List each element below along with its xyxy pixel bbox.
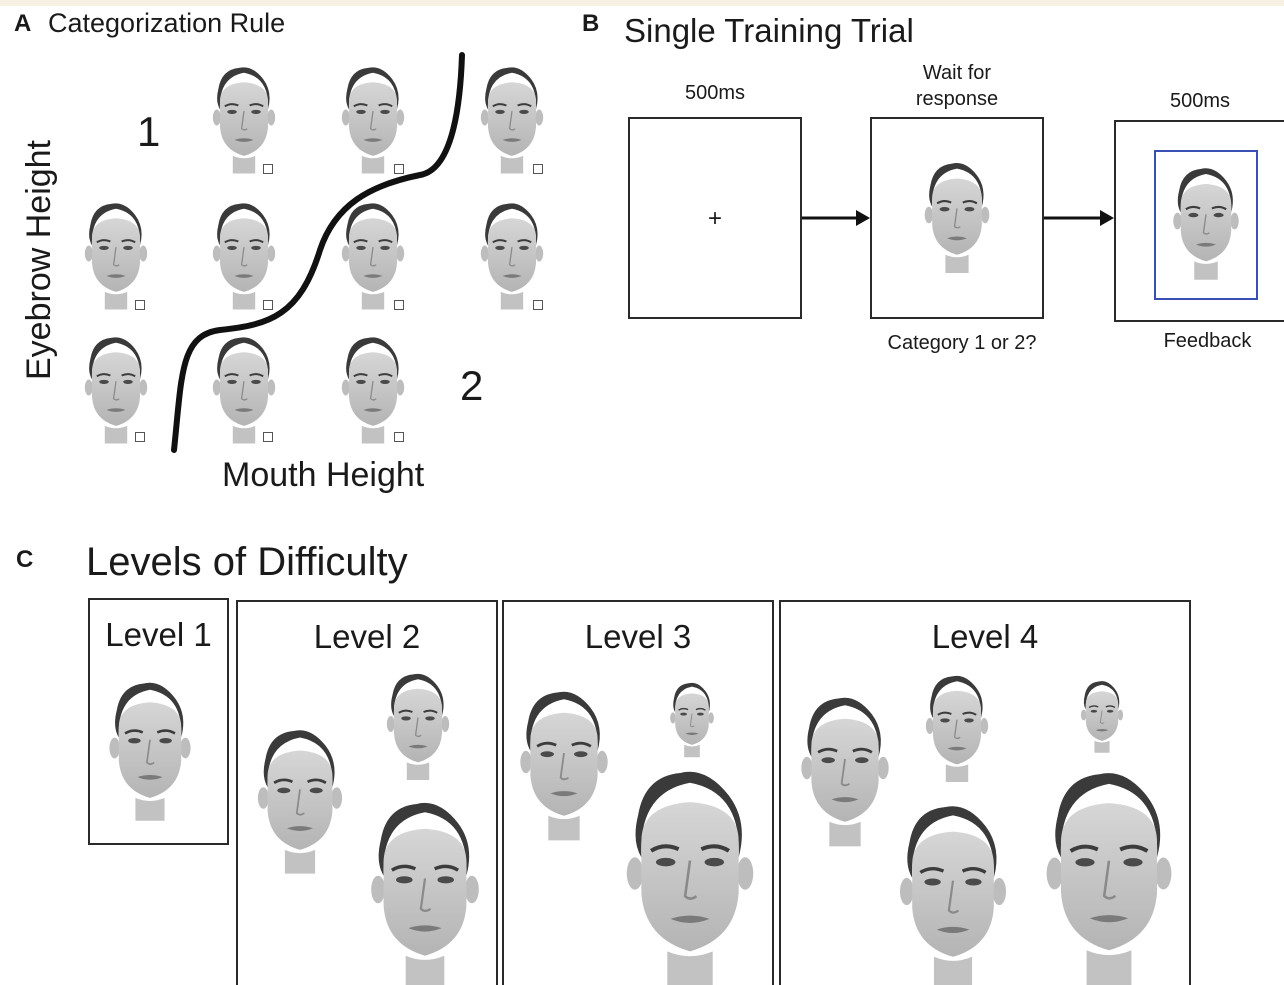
face-stimulus	[76, 330, 156, 445]
level-2-label: Level 2	[313, 618, 421, 655]
response-screen	[870, 117, 1044, 319]
panel-b-letter: B	[582, 10, 600, 37]
stimulus-tag	[135, 300, 145, 310]
level-2-box: Level 2	[236, 600, 498, 985]
step2-caption: Category 1 or 2?	[887, 332, 1037, 354]
top-strip	[0, 0, 1284, 6]
category-boundary-curve	[171, 52, 465, 453]
arrow-icon	[1044, 210, 1114, 226]
face-stimulus	[885, 796, 1021, 985]
face-stimulus	[508, 682, 620, 842]
level-1-label: Level 1	[105, 616, 212, 653]
x-axis-label: Mouth Height	[222, 456, 425, 494]
face-stimulus	[917, 668, 997, 784]
stimulus-tag	[135, 432, 145, 442]
face-stimulus	[1075, 676, 1129, 754]
feedback-screen	[1114, 120, 1284, 322]
face-stimulus	[76, 196, 156, 311]
level-3-label: Level 3	[584, 618, 692, 655]
step1-duration: 500ms	[684, 82, 746, 104]
stimulus-tag	[394, 164, 404, 174]
category-2-label: 2	[460, 362, 484, 409]
category-1-label: 1	[137, 108, 161, 155]
panel-b-title: Single Training Trial	[624, 12, 914, 49]
face-stimulus	[204, 330, 284, 445]
face-stimulus	[98, 672, 202, 824]
face-stimulus	[608, 760, 772, 985]
stimulus-tag	[533, 164, 543, 174]
panel-a-letter: A	[14, 10, 32, 37]
feedback-frame	[1154, 150, 1258, 300]
panel-c-letter: C	[16, 546, 34, 573]
stimulus-tag	[394, 300, 404, 310]
face-stimulus	[333, 330, 413, 445]
y-axis-label-wrap: Eyebrow Height	[20, 139, 59, 380]
level-1-box: Level 1	[88, 598, 229, 845]
face-stimulus	[1164, 162, 1248, 280]
face-stimulus	[204, 196, 284, 311]
stimulus-tag	[263, 300, 273, 310]
y-axis-label: Eyebrow Height	[20, 139, 58, 380]
face-stimulus	[1029, 760, 1189, 985]
panel-c-title: Levels of Difficulty	[86, 540, 408, 584]
arrow-icon	[802, 210, 870, 226]
fixation-screen: +	[628, 117, 802, 319]
face-stimulus	[378, 666, 458, 782]
stimulus-tag	[394, 432, 404, 442]
face-stimulus	[333, 60, 413, 175]
face-stimulus	[472, 196, 552, 311]
face-stimulus	[915, 157, 999, 273]
stimulus-tag	[263, 164, 273, 174]
step2-duration-line1: Wait for	[922, 62, 992, 84]
step3-duration: 500ms	[1169, 90, 1231, 112]
face-stimulus	[356, 792, 494, 985]
panel-a-title: Categorization Rule	[48, 8, 286, 38]
step3-caption: Feedback	[1163, 330, 1252, 352]
stimulus-tag	[263, 432, 273, 442]
face-stimulus	[472, 60, 552, 175]
face-stimulus	[204, 60, 284, 175]
face-stimulus	[246, 720, 354, 876]
level-4-label: Level 4	[931, 618, 1039, 655]
face-stimulus	[333, 196, 413, 311]
stimulus-tag	[533, 300, 543, 310]
step2-duration-line2: response	[915, 88, 999, 110]
level-3-box: Level 3	[502, 600, 774, 985]
level-4-box: Level 4	[779, 600, 1191, 985]
face-stimulus	[664, 678, 720, 758]
fixation-cross: +	[707, 205, 722, 232]
